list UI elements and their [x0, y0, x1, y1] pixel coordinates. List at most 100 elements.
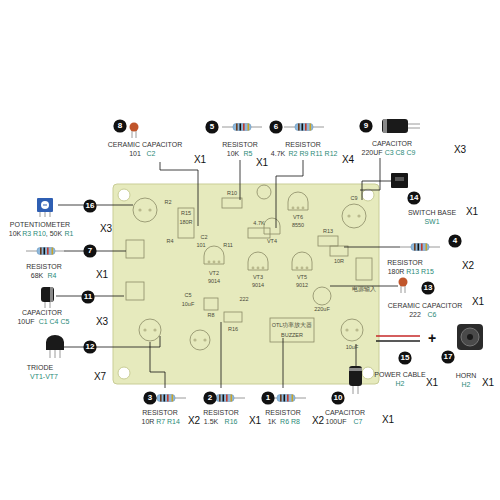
part-name: RESISTOR	[26, 263, 62, 270]
part-name: CERAMIC CAPACITOR	[108, 141, 182, 148]
triode-icon	[55, 350, 56, 358]
callout-circle	[398, 351, 411, 364]
electrolytic-capacitor-icon	[382, 119, 420, 133]
callout-number-text: 10	[331, 391, 345, 405]
electrolytic-capacitor-icon	[45, 302, 46, 308]
silkscreen-outline	[330, 246, 348, 256]
silkscreen-text: R10	[227, 191, 237, 197]
ceramic-capacitor-icon	[132, 130, 133, 138]
leader-line	[150, 342, 165, 388]
callout-circle	[203, 391, 216, 404]
callout-number-text: 4	[448, 234, 462, 248]
callout-number: 3	[143, 391, 157, 405]
callout-circle	[359, 119, 372, 132]
callout-number: 1	[261, 391, 275, 405]
horn-icon	[457, 324, 483, 350]
callout-number-text: 7	[83, 244, 97, 258]
callout-number-text: 12	[83, 340, 97, 354]
callout-circle	[143, 391, 156, 404]
callout-circle	[83, 199, 96, 212]
silkscreen-text: VT4	[267, 239, 277, 245]
electrolytic-capacitor-icon	[349, 366, 362, 394]
leader-line	[360, 158, 380, 190]
solder-pad	[296, 267, 299, 270]
callout-circle	[205, 120, 218, 133]
callout-number: 14	[407, 191, 421, 205]
part-reference: R3 R10	[22, 230, 46, 237]
silkscreen-outline	[264, 218, 280, 234]
silkscreen-text: VT2	[209, 271, 219, 277]
silkscreen-text: 10uF	[346, 345, 359, 351]
callout-number: 9	[359, 119, 373, 133]
switch-base-icon	[391, 173, 408, 188]
silkscreen-text: 电源输入	[352, 287, 376, 293]
silkscreen-outline	[248, 228, 270, 238]
potentiometer-icon	[50, 212, 51, 217]
silkscreen-text: 222	[239, 297, 248, 303]
quantity: X1	[249, 416, 261, 426]
callout-number: 6	[269, 120, 283, 134]
ceramic-capacitor-icon	[130, 123, 139, 132]
quantity: X2	[462, 261, 474, 271]
silkscreen-text: 10uF	[182, 302, 195, 308]
callout-number-text: 14	[407, 191, 421, 205]
potentiometer-icon	[41, 201, 49, 209]
silkscreen-text: OTL功率放大器	[272, 323, 313, 329]
potentiometer-icon	[45, 212, 46, 217]
part-value: , 50K	[46, 230, 62, 237]
electrolytic-capacitor-icon	[41, 287, 54, 302]
quantity: X1	[482, 378, 494, 388]
switch-base-icon	[395, 177, 404, 181]
callout-number-text: 15	[398, 351, 412, 365]
leader-line	[240, 160, 241, 200]
part-name: TRIODE	[27, 364, 53, 371]
electrolytic-capacitor-icon	[408, 124, 420, 125]
part-name: RESISTOR	[265, 409, 301, 416]
solder-pad	[297, 207, 300, 210]
part-reference: R16	[225, 418, 238, 425]
callout-number-text: 9	[359, 119, 373, 133]
silkscreen-text: 4.7K	[253, 221, 264, 227]
solder-pad	[345, 328, 348, 331]
ceramic-capacitor-icon	[399, 278, 408, 287]
pcb-board	[362, 189, 374, 201]
callout-number-text: 16	[83, 199, 97, 213]
potentiometer-icon	[40, 212, 41, 217]
silkscreen-outline	[292, 252, 312, 270]
silkscreen-outline	[288, 192, 308, 210]
triode-icon	[50, 350, 51, 358]
solder-pad	[301, 267, 304, 270]
solder-pad	[153, 328, 156, 331]
callout-circle	[261, 391, 274, 404]
quantity: X1	[426, 378, 438, 388]
silkscreen-outline	[126, 240, 144, 258]
callout-number-text: 1	[261, 391, 275, 405]
power-cable-icon	[376, 336, 420, 341]
potentiometer-icon	[37, 198, 53, 212]
part-reference: C2	[147, 150, 156, 157]
pcb-board	[362, 367, 374, 379]
leader-line	[276, 160, 303, 228]
part-name: CAPACITOR	[325, 409, 365, 416]
part-reference: SW1	[424, 218, 439, 225]
electrolytic-capacitor-icon	[383, 119, 387, 133]
callout-number: 11	[81, 290, 95, 304]
polarity-sign: +	[428, 331, 436, 345]
quantity: X4	[342, 155, 354, 165]
leader-line	[221, 322, 222, 388]
part-reference: R1	[65, 230, 74, 237]
part-reference: H2	[462, 381, 471, 388]
silkscreen-outline	[356, 258, 372, 280]
solder-pad	[355, 328, 358, 331]
triode-icon	[46, 335, 64, 358]
callout-number-text: 13	[421, 281, 435, 295]
quantity: X1	[96, 270, 108, 280]
silkscreen-text: 9014	[252, 283, 264, 289]
silkscreen-outline	[222, 198, 242, 208]
callout-number: 12	[83, 340, 97, 354]
callout-number-text: 6	[269, 120, 283, 134]
callout-number: 15	[398, 351, 412, 365]
resistor-icon	[222, 124, 262, 131]
quantity: X1	[194, 155, 206, 165]
solder-pad	[138, 207, 360, 342]
